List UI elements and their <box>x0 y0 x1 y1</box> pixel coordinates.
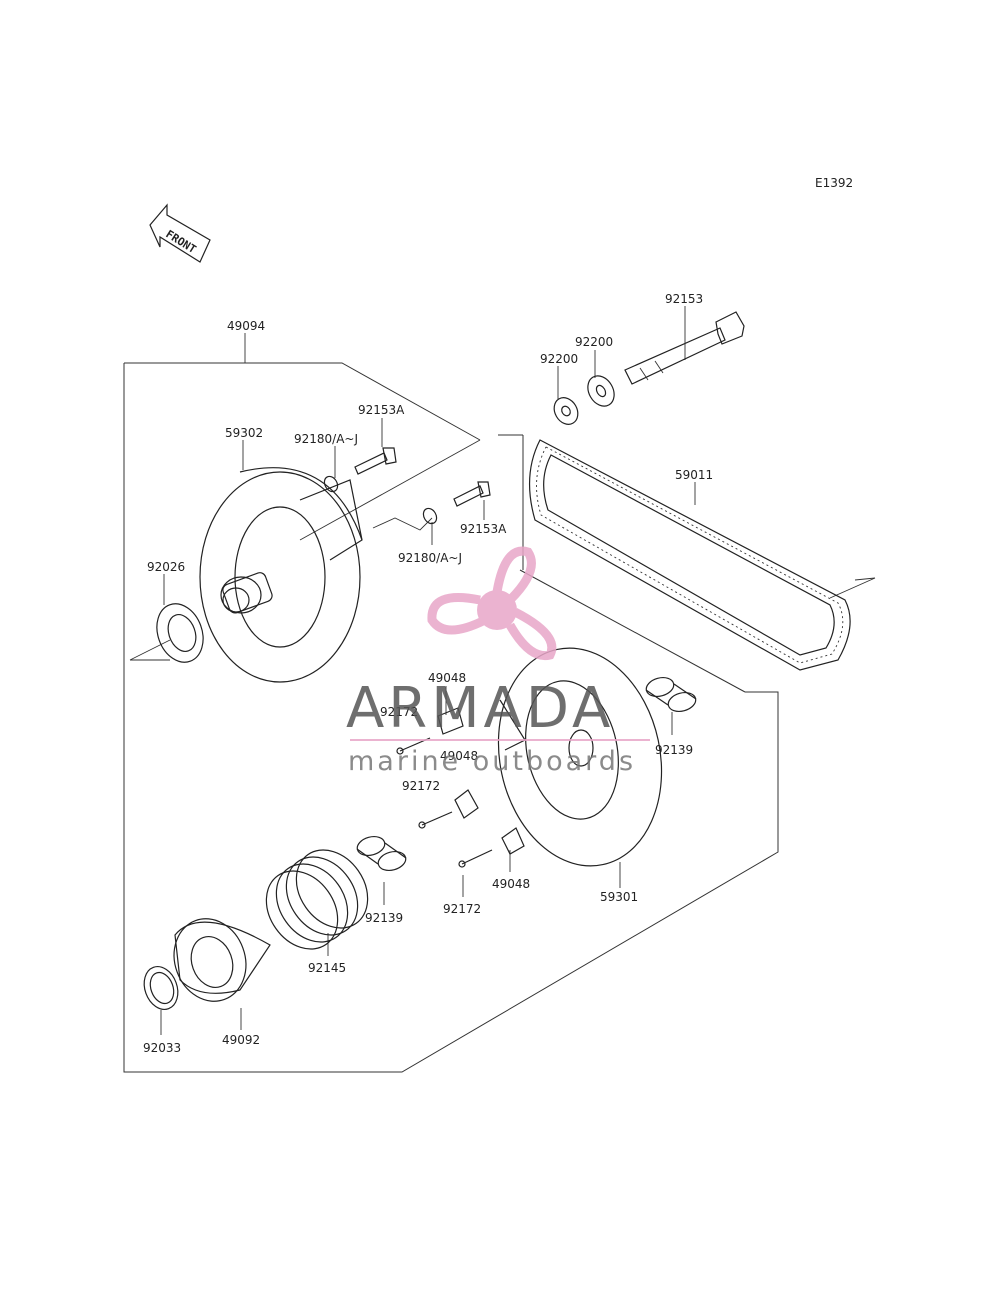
washer-92200-a <box>587 375 615 407</box>
part-label: 92200 <box>540 352 578 366</box>
part-label: 92200 <box>575 335 613 349</box>
part-label: 49048 <box>492 877 530 891</box>
washer-92180-lower <box>422 507 438 525</box>
bolt-92153a-lower <box>453 481 491 507</box>
washer-92026 <box>156 603 204 663</box>
part-label: 92172 <box>402 779 440 793</box>
part-labels: 49094 92153 92200 92200 92153A 92180/A~J… <box>143 292 713 1055</box>
part-label: 92153A <box>460 522 507 536</box>
shoe-49048-lower <box>501 827 525 855</box>
spring-92145 <box>265 849 369 950</box>
propeller-logo-icon <box>427 546 557 661</box>
part-label: 92172 <box>443 902 481 916</box>
part-label: 49048 <box>428 671 466 685</box>
part-label: 92153 <box>665 292 703 306</box>
bushing-92139-right <box>645 676 697 713</box>
assembly-frame-mid <box>519 569 746 693</box>
washer-92180-upper <box>323 475 339 493</box>
assembly-frame <box>124 362 481 441</box>
part-label: 92172 <box>380 705 418 719</box>
watermark-brand: ARMADA <box>346 676 614 741</box>
part-label: 59011 <box>675 468 713 482</box>
part-label: 92033 <box>143 1041 181 1055</box>
part-label: 92180/A~J <box>398 551 462 565</box>
part-label: 92026 <box>147 560 185 574</box>
leader-lines <box>129 306 876 1035</box>
part-label: 92139 <box>365 911 403 925</box>
part-label: 59302 <box>225 426 263 440</box>
fixed-sheave-59302 <box>199 467 363 683</box>
drive-belt-59011 <box>528 439 851 671</box>
diagram-code: E1392 <box>815 176 853 190</box>
bolt-92153 <box>624 311 745 385</box>
part-label: 49092 <box>222 1033 260 1047</box>
front-arrow-icon: FRONT <box>149 203 211 263</box>
screw-92172-middle <box>418 811 453 829</box>
bolt-92153a-upper <box>354 447 397 475</box>
shoe-49048-middle <box>454 789 479 819</box>
part-label: 92180/A~J <box>294 432 358 446</box>
bushing-92139-left <box>356 835 407 872</box>
part-label: 92153A <box>358 403 405 417</box>
screw-92172-lower <box>458 849 493 868</box>
shoe-49048-upper <box>437 707 464 735</box>
part-label: 59301 <box>600 890 638 904</box>
part-label: 92145 <box>308 961 346 975</box>
circlip-92033 <box>143 966 179 1010</box>
assembly-frame-left <box>123 363 779 1073</box>
watermark-tagline: marine outboards <box>348 746 636 777</box>
spring-cam-49092 <box>173 918 271 1002</box>
washer-92200-b <box>553 397 579 425</box>
watermark: ARMADA marine outboards <box>346 546 650 777</box>
part-label: 92139 <box>655 743 693 757</box>
part-label: 49094 <box>227 319 265 333</box>
part-label: 49048 <box>440 749 478 763</box>
